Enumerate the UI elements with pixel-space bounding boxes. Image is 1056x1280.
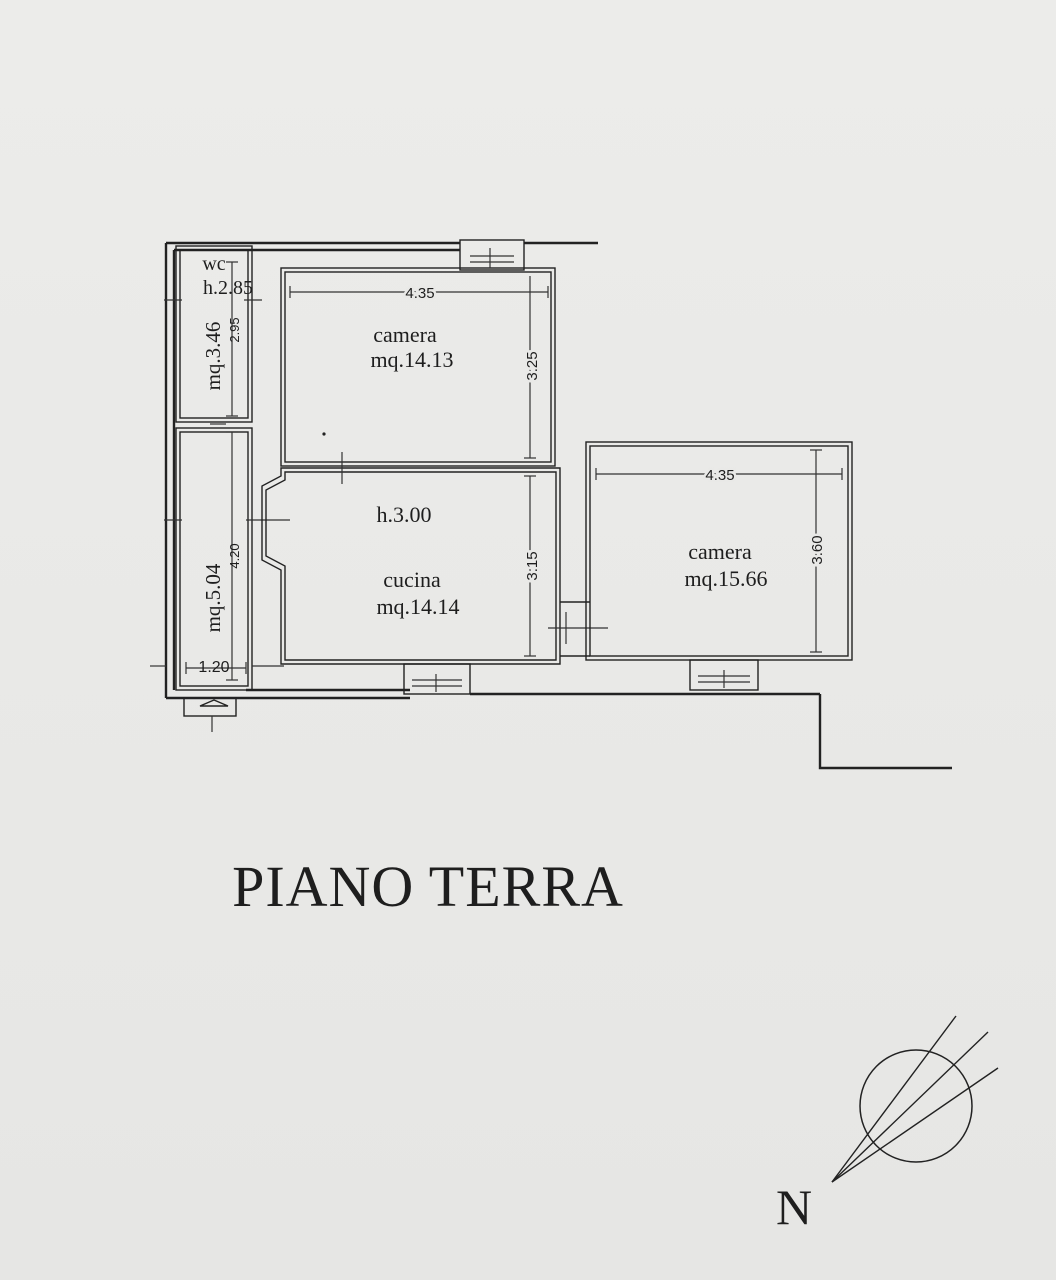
- wc-height: h.2.85: [203, 277, 253, 299]
- corridor-area: mq.5.04: [201, 563, 225, 632]
- cucina-height: h.3.00: [377, 502, 432, 527]
- wc-name: wc: [202, 253, 225, 275]
- room-corridor: [150, 423, 290, 732]
- room-camera-right: [585, 441, 853, 691]
- exterior-walls: [164, 241, 952, 770]
- camera-top-dim-width: 4.35: [405, 285, 434, 302]
- north-label: N: [776, 1179, 812, 1235]
- north-arrow-icon: [831, 1015, 999, 1183]
- camera-right-dim-width: 4.35: [705, 467, 734, 484]
- camera-top-dim-depth: 3.25: [524, 351, 541, 380]
- corridor-dim-vertical: 4.20: [227, 543, 242, 568]
- wc-area: mq.3.46: [201, 322, 225, 391]
- room-camera-top: [280, 239, 556, 467]
- room-wc: [164, 245, 262, 423]
- camera-top-area: mq.14.13: [370, 347, 453, 372]
- passage: [548, 601, 608, 657]
- cucina-dim-depth: 3.15: [524, 551, 541, 580]
- wc-dim-vertical: 2.95: [227, 317, 242, 342]
- camera-right-area: mq.15.66: [684, 566, 767, 591]
- camera-right-dim-depth: 3.60: [809, 535, 826, 564]
- room-cucina: [261, 452, 561, 695]
- camera-top-name: camera: [373, 322, 437, 347]
- corridor-dim-horizontal: 1.20: [198, 659, 229, 676]
- cucina-area: mq.14.14: [376, 594, 459, 619]
- camera-right-name: camera: [688, 539, 752, 564]
- floor-title: PIANO TERRA: [232, 854, 624, 919]
- cucina-name: cucina: [383, 567, 441, 592]
